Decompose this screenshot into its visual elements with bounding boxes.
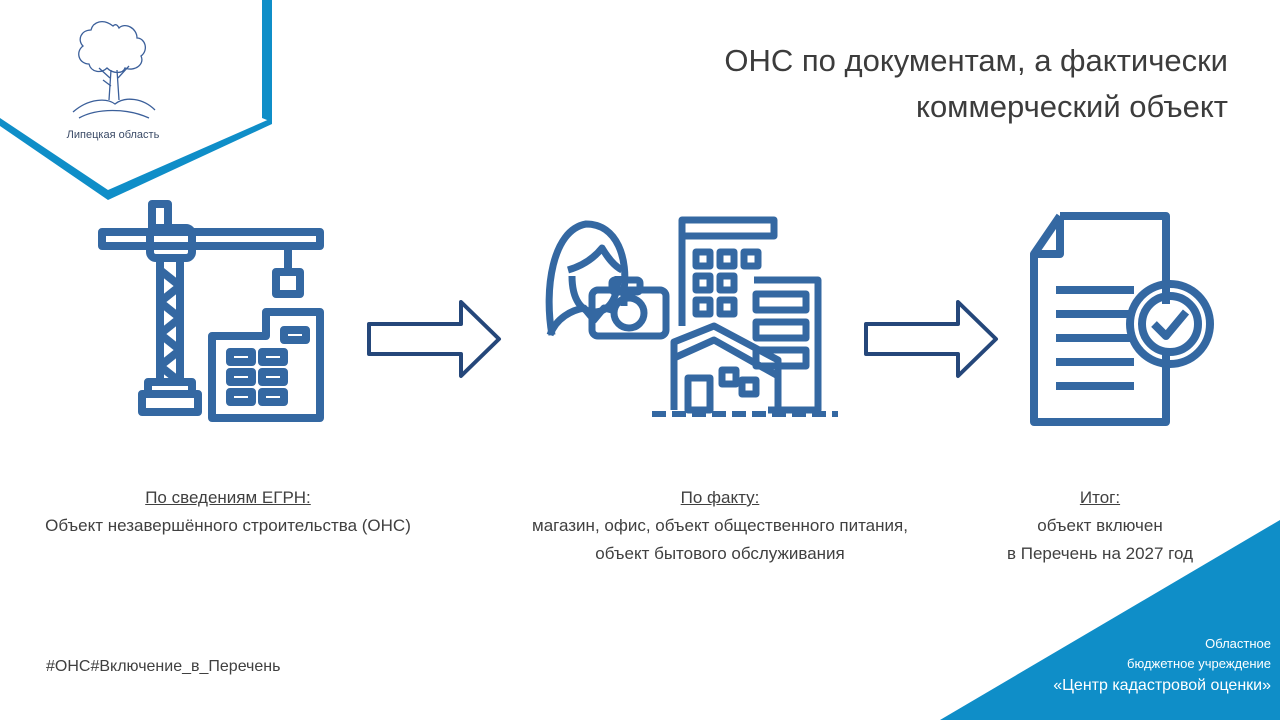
approved-document-icon xyxy=(1030,212,1214,426)
construction-crane-icon xyxy=(98,200,324,422)
step-caption-result: Итог: объект включен в Перечень на 2027 … xyxy=(980,484,1220,568)
arrow-right-icon xyxy=(864,300,998,378)
slide-title: ОНС по документам, а фактически коммерче… xyxy=(528,38,1228,130)
corner-decoration-bottom-right xyxy=(940,520,1280,720)
step-caption-fact: По факту: магазин, офис, объект обществе… xyxy=(490,484,950,568)
step-caption-egrn: По сведениям ЕГРН: Объект незавершённого… xyxy=(18,484,438,540)
title-line-2: коммерческий объект xyxy=(916,89,1228,124)
corner-decoration-top-left xyxy=(0,0,275,200)
step-line: Объект незавершённого строительства (ОНС… xyxy=(45,516,411,535)
step-heading: По сведениям ЕГРН: xyxy=(145,488,311,507)
step-line: магазин, офис, объект общественного пита… xyxy=(532,516,908,535)
arrow-right-icon xyxy=(367,300,501,378)
org-line-1: Областное xyxy=(1205,636,1271,651)
step-heading: Итог: xyxy=(1079,488,1121,507)
tree-icon xyxy=(72,20,156,119)
region-logo: Липецкая область xyxy=(58,12,168,141)
logo-caption: Липецкая область xyxy=(66,129,160,141)
organization-name: Областное бюджетное учреждение «Центр ка… xyxy=(1053,634,1271,698)
hashtag-text: #ОНС#Включение_в_Перечень xyxy=(46,658,281,675)
title-line-1: ОНС по документам, а фактически xyxy=(724,43,1228,78)
org-line-3: «Центр кадастровой оценки» xyxy=(1053,677,1271,694)
org-line-2: бюджетное учреждение xyxy=(1127,656,1271,671)
step-line: объект бытового обслуживания xyxy=(595,544,845,563)
step-line: в Перечень на 2027 год xyxy=(1007,544,1193,563)
step-heading: По факту: xyxy=(680,488,760,507)
step-line: объект включен xyxy=(1037,516,1163,535)
photographer-building-icon xyxy=(545,216,838,417)
